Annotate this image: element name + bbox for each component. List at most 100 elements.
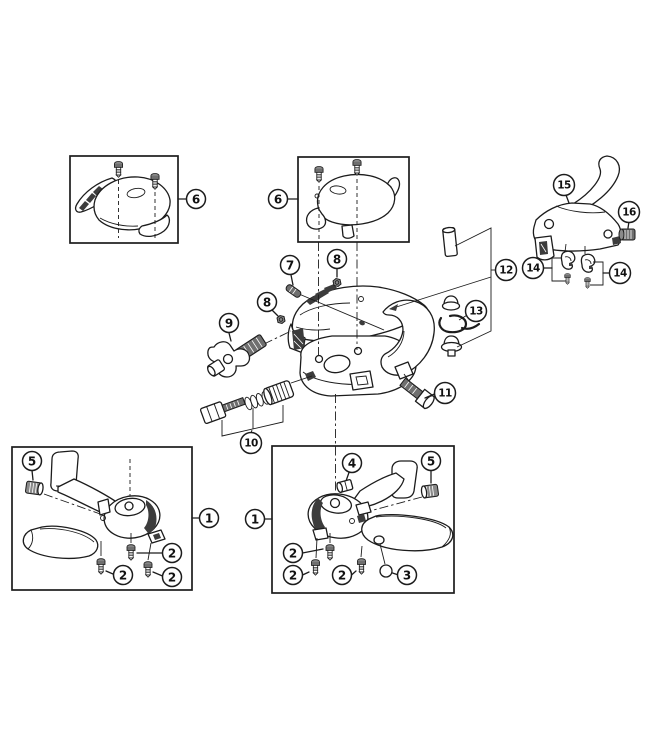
callout-2-f: 2 [331, 564, 353, 586]
callout-circle [420, 450, 442, 472]
callout-circle [396, 564, 418, 586]
callout-number: 9 [225, 317, 233, 331]
callout-circle [552, 173, 576, 197]
callout-circle [521, 256, 545, 280]
release-paddle [361, 513, 454, 552]
callout-number: 13 [469, 306, 483, 318]
callout-14-right: 14 [608, 261, 632, 285]
callout-number: 12 [499, 265, 513, 277]
callout-number: 2 [168, 547, 176, 561]
cable-line [298, 293, 385, 331]
callout-12: 12 [494, 258, 518, 282]
callout-1-left: 1 [198, 507, 220, 529]
callout-9: 9 [218, 312, 240, 334]
callout-circle [617, 200, 641, 224]
top-middle-cover-box [287, 156, 410, 243]
clamp-bolt-boss [394, 361, 414, 380]
callout-number: 2 [338, 569, 346, 583]
detent-ball-3 [379, 564, 393, 578]
leader-line-2 [152, 571, 164, 577]
cable-adjuster-knob-9 [206, 334, 267, 378]
callout-circle [185, 188, 207, 210]
callout-number: 6 [274, 193, 282, 207]
clamp-bolt-11 [399, 373, 436, 410]
leader-line-2 [301, 548, 324, 554]
pointer-to-body [389, 276, 492, 310]
top-left-cover-box [69, 155, 188, 244]
callout-number: 4 [348, 457, 356, 471]
callout-2-d: 2 [282, 542, 304, 564]
callout-16: 16 [617, 200, 641, 224]
callout-circle [326, 248, 348, 270]
pivot-bushing-4 [336, 479, 354, 493]
screw-hole [314, 354, 324, 364]
leader-line-13 [458, 315, 467, 321]
callout-circle [21, 450, 43, 472]
callout-circle [433, 381, 457, 405]
callout-number: 11 [438, 388, 452, 400]
leader-line-15 [565, 194, 570, 204]
callout-15: 15 [552, 173, 576, 197]
fixing-screw [126, 544, 136, 561]
callout-1-middle: 1 [244, 508, 266, 530]
fixing-screw [325, 544, 335, 561]
callout-number: 14 [526, 263, 540, 275]
callout-number: 8 [263, 296, 271, 310]
pawl-screw [584, 277, 591, 289]
bottom-cap [440, 335, 463, 357]
callout-circle [494, 258, 518, 282]
spindle-hole [323, 354, 351, 374]
callout-2-a: 2 [161, 542, 183, 564]
bottom-left-shifter-box [11, 446, 201, 591]
callout-number: 16 [622, 207, 636, 219]
callout-circle [282, 564, 304, 586]
ratchet-mechanism [307, 493, 372, 541]
brake-lever-blade [572, 155, 621, 216]
callout-8-left: 8 [256, 291, 278, 313]
nut-8-top [332, 277, 342, 288]
callout-circle [341, 452, 363, 474]
callout-3: 3 [396, 564, 418, 586]
callout-10: 10 [239, 431, 263, 455]
main-body-assembly [287, 284, 435, 397]
reach-adjust-plug-16 [618, 228, 636, 241]
adjuster-assembly-10 [199, 375, 313, 437]
callout-circle [279, 254, 301, 276]
brake-lever-assembly [532, 155, 636, 289]
leader-line-4 [345, 471, 350, 482]
fixing-screw [96, 558, 106, 575]
end-cap-5 [25, 480, 44, 496]
leader-line-2 [105, 570, 114, 575]
callout-circle [218, 312, 240, 334]
paddle-boss [373, 535, 385, 545]
callout-5-left: 5 [21, 450, 43, 472]
callout-circle [161, 566, 183, 588]
bracket-line-12 [454, 227, 492, 348]
callout-11: 11 [433, 381, 457, 405]
callout-number: 2 [289, 547, 297, 561]
callout-number: 3 [403, 569, 411, 583]
leader-line-5 [31, 469, 34, 481]
body-tab [349, 370, 374, 391]
callout-number: 15 [557, 180, 571, 192]
cover-screw [113, 161, 124, 178]
cover-screw [314, 166, 324, 183]
leader-line-11 [424, 393, 436, 399]
fixing-screw [143, 561, 153, 578]
callout-4: 4 [341, 452, 363, 474]
callout-2-b: 2 [112, 564, 134, 586]
callout-number: 10 [244, 438, 258, 450]
cover-screw [352, 159, 362, 176]
cap-nut [441, 295, 461, 311]
callout-number: 2 [119, 569, 127, 583]
leader-line-3 [391, 572, 398, 576]
leader-line-2 [301, 571, 310, 576]
callout-13: 13 [464, 299, 488, 323]
callout-5-middle: 5 [420, 450, 442, 472]
callout-circle [244, 508, 266, 530]
callout-number: 7 [286, 259, 294, 273]
callout-number: 6 [192, 193, 200, 207]
callout-6-left: 6 [185, 188, 207, 210]
callout-number: 14 [613, 268, 627, 280]
